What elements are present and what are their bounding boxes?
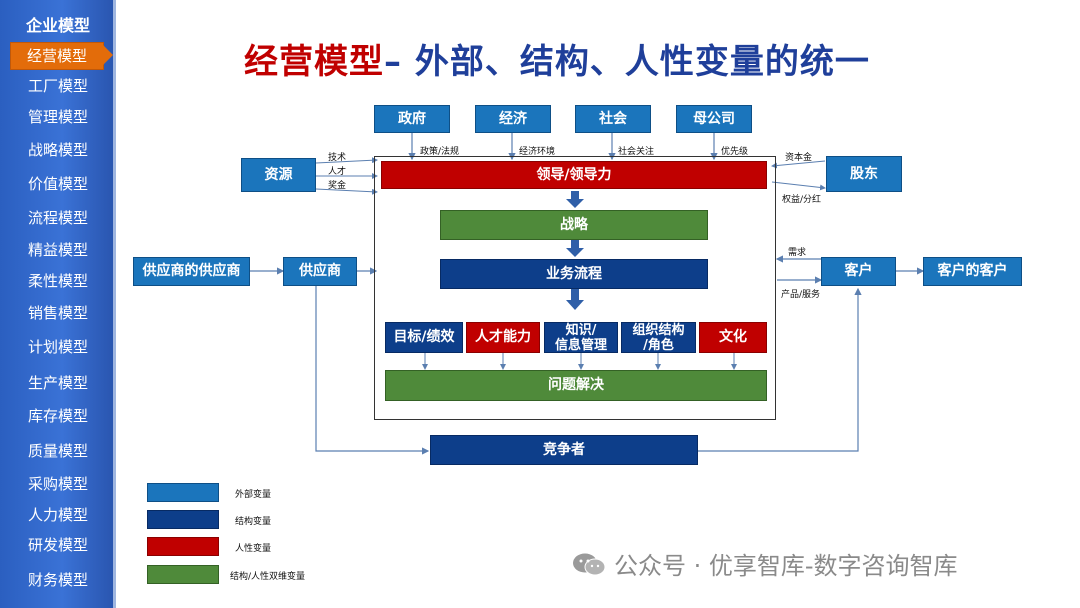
sidebar-item-value-model[interactable]: 价值模型 — [27, 175, 88, 193]
label-social-concern: 社会关注 — [618, 147, 655, 157]
knowledge-management-box: 知识/ 信息管理 — [544, 322, 618, 353]
talent-capability-box: 人才能力 — [466, 322, 540, 353]
sidebar-item-production-model[interactable]: 生产模型 — [27, 374, 88, 392]
business-process-box: 业务流程 — [440, 259, 708, 289]
sidebar-heading: 企业模型 — [25, 16, 90, 35]
problem-solving-box: 问题解决 — [385, 370, 767, 401]
suppliers-supplier-box: 供应商的供应商 — [133, 257, 250, 286]
watermark-text: 公众号 · 优享智库-数字咨询智库 — [614, 552, 958, 580]
label-policy: 政策/法规 — [420, 147, 460, 157]
leadership-box: 领导/领导力 — [381, 161, 767, 189]
label-technology: 技术 — [328, 153, 347, 163]
parent-company-box: 母公司 — [676, 105, 752, 133]
customer-box: 客户 — [821, 257, 896, 286]
watermark: 公众号 · 优享智库-数字咨询智库 — [572, 546, 958, 581]
enterprise-boundary-frame — [374, 156, 776, 420]
label-capital: 资本金 — [785, 153, 813, 163]
society-box: 社会 — [575, 105, 651, 133]
strategy-box: 战略 — [440, 210, 708, 240]
page-title: 经营模型– 外部、结构、人性变量的统一 — [244, 34, 870, 83]
active-item-arrow-icon — [103, 45, 113, 65]
label-funds: 奖金 — [328, 181, 347, 191]
label-priority: 优先级 — [721, 147, 749, 157]
legend-label-structural: 结构变量 — [235, 517, 272, 527]
sidebar-item-purchasing-model[interactable]: 采购模型 — [27, 475, 88, 493]
sidebar-item-quality-model[interactable]: 质量模型 — [27, 442, 88, 460]
legend-swatch-human — [147, 537, 219, 556]
sidebar-item-sales-model[interactable]: 销售模型 — [27, 304, 88, 322]
label-economic-env: 经济环境 — [519, 147, 556, 157]
supplier-box: 供应商 — [283, 257, 357, 286]
legend-label-human: 人性变量 — [235, 544, 272, 554]
resource-box: 资源 — [241, 158, 316, 192]
culture-box: 文化 — [699, 322, 767, 353]
legend-swatch-dual — [147, 565, 219, 584]
sidebar-item-management-model[interactable]: 管理模型 — [27, 108, 88, 126]
sidebar-item-rd-model[interactable]: 研发模型 — [27, 536, 88, 554]
shareholder-box: 股东 — [826, 156, 902, 192]
sidebar-item-operation-model[interactable]: 经营模型 — [10, 42, 104, 70]
wechat-icon — [572, 552, 606, 576]
sidebar: 企业模型 经营模型 工厂模型 管理模型 战略模型 价值模型 流程模型 精益模型 … — [0, 0, 116, 608]
sidebar-item-strategy-model[interactable]: 战略模型 — [27, 141, 88, 159]
sidebar-item-planning-model[interactable]: 计划模型 — [27, 338, 88, 356]
title-main: 经营模型 — [244, 42, 384, 82]
competitor-box: 竞争者 — [430, 435, 698, 465]
title-sub: – 外部、结构、人性变量的统一 — [384, 42, 870, 82]
economy-box: 经济 — [475, 105, 551, 133]
goal-performance-box: 目标/绩效 — [385, 322, 463, 353]
legend-label-dual: 结构/人性双维变量 — [230, 572, 306, 582]
label-equity-dividend: 权益/分红 — [782, 195, 822, 205]
sidebar-item-factory-model[interactable]: 工厂模型 — [27, 77, 88, 95]
sidebar-item-finance-model[interactable]: 财务模型 — [27, 571, 88, 589]
sidebar-item-process-model[interactable]: 流程模型 — [27, 209, 88, 227]
label-talent: 人才 — [328, 167, 347, 177]
legend-swatch-structural — [147, 510, 219, 529]
legend-label-external: 外部变量 — [235, 490, 272, 500]
org-structure-box: 组织结构 /角色 — [621, 322, 696, 353]
government-box: 政府 — [374, 105, 450, 133]
sidebar-item-lean-model[interactable]: 精益模型 — [27, 241, 88, 259]
sidebar-item-hr-model[interactable]: 人力模型 — [27, 506, 88, 524]
sidebar-item-inventory-model[interactable]: 库存模型 — [27, 407, 88, 425]
customers-customer-box: 客户的客户 — [923, 257, 1022, 286]
sidebar-item-flexible-model[interactable]: 柔性模型 — [27, 272, 88, 290]
legend-swatch-external — [147, 483, 219, 502]
label-product-service: 产品/服务 — [781, 290, 821, 300]
label-demand: 需求 — [788, 248, 807, 258]
